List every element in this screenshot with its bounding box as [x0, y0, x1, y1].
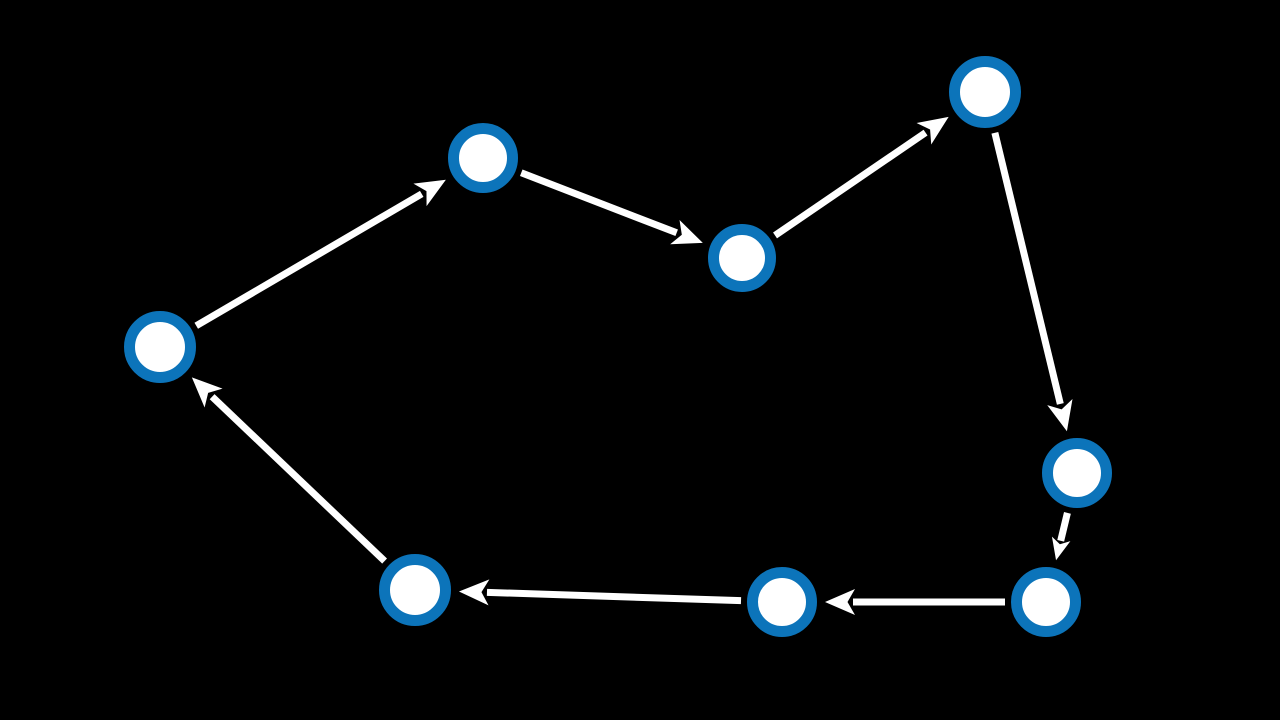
graph-node[interactable]	[379, 554, 451, 626]
edge-line	[209, 394, 388, 564]
node-ring	[448, 123, 518, 193]
edge-line	[991, 132, 1064, 405]
graph-edge[interactable]	[458, 579, 742, 606]
graph-edge[interactable]	[825, 589, 1005, 615]
node-ring	[1011, 567, 1081, 637]
graph-edge[interactable]	[991, 132, 1073, 432]
graph-node[interactable]	[708, 224, 776, 292]
node-ring	[949, 56, 1021, 128]
edge-line	[486, 588, 742, 605]
node-ring	[747, 567, 817, 637]
edge-arrowhead-icon	[670, 219, 703, 245]
edge-arrowhead-icon	[1051, 536, 1071, 561]
graph-edge[interactable]	[191, 377, 388, 564]
edge-line	[773, 129, 928, 239]
nodes-layer	[124, 56, 1112, 637]
node-ring	[124, 311, 196, 383]
edge-arrowhead-icon	[825, 589, 855, 615]
edges-layer	[191, 116, 1073, 615]
node-ring	[708, 224, 776, 292]
edge-arrowhead-icon	[916, 116, 949, 145]
edge-arrowhead-icon	[1047, 398, 1073, 432]
graph-node[interactable]	[949, 56, 1021, 128]
node-ring	[379, 554, 451, 626]
graph-edge[interactable]	[519, 169, 703, 245]
graph-node[interactable]	[1011, 567, 1081, 637]
graph-node[interactable]	[1042, 438, 1112, 508]
graph-node[interactable]	[747, 567, 817, 637]
edge-arrowhead-icon	[191, 377, 223, 408]
graph-edge[interactable]	[194, 179, 446, 329]
edge-line	[519, 169, 678, 237]
edge-line	[1057, 512, 1071, 542]
node-ring	[1042, 438, 1112, 508]
graph-node[interactable]	[124, 311, 196, 383]
edge-arrowhead-icon	[458, 579, 490, 606]
graph-edge[interactable]	[1051, 512, 1071, 561]
edge-line	[194, 190, 424, 329]
graph-edge[interactable]	[773, 116, 949, 239]
edge-arrowhead-icon	[413, 179, 446, 207]
graph-node[interactable]	[448, 123, 518, 193]
